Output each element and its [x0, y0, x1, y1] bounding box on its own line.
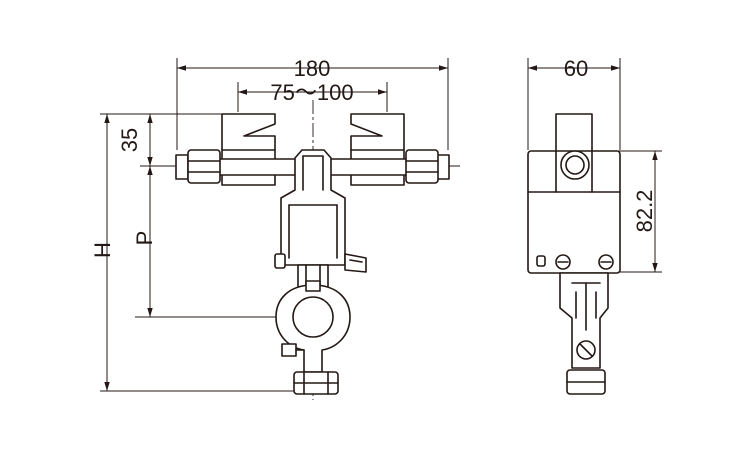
side-rod-nut	[560, 150, 590, 180]
front-view: 180 75～100 35 P H	[90, 56, 460, 400]
hanger-body	[280, 149, 346, 266]
front-extension-lines	[100, 58, 449, 392]
side-view: 60 82.2	[527, 56, 662, 395]
side-main-body	[527, 150, 621, 274]
side-bottom-nut	[566, 369, 606, 395]
dim-text-60: 60	[564, 56, 588, 81]
dim-text-35: 35	[117, 128, 142, 152]
pipe-clamp-ring	[275, 280, 351, 373]
dim-text-75-100: 75～100	[270, 80, 353, 105]
dim-text-180: 180	[294, 56, 331, 81]
side-top-cap	[555, 113, 593, 155]
dim-text-H: H	[90, 242, 115, 258]
side-body-screws	[536, 254, 614, 270]
side-wing-screw	[274, 253, 367, 273]
right-hex-nut	[405, 149, 450, 184]
bottom-wing-nut	[293, 371, 339, 395]
side-pivot-screw	[576, 340, 596, 360]
side-bolt	[281, 343, 305, 357]
dim-text-82-2: 82.2	[632, 190, 657, 233]
dim-text-P: P	[132, 231, 157, 246]
side-lower-stem	[559, 272, 609, 369]
left-hex-nut	[175, 149, 221, 184]
